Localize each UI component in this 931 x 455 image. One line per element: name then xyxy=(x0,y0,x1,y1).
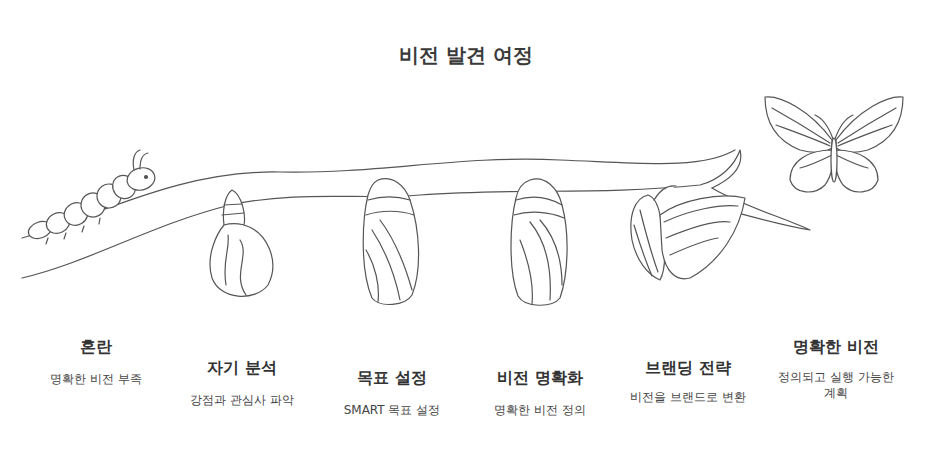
stage-heading: 비전 명확화 xyxy=(497,368,583,389)
stage-description: 비전을 브랜드로 변환 xyxy=(628,390,748,406)
caterpillar xyxy=(26,150,157,244)
stage-heading: 혼란 xyxy=(80,337,112,358)
stage-heading: 목표 설정 xyxy=(357,368,427,389)
stage-description: 강점과 관심사 파악 xyxy=(172,393,312,409)
chrysalis xyxy=(363,179,418,305)
stage-description: 명확한 비전 부족 xyxy=(31,372,161,388)
chrysalis xyxy=(511,179,567,305)
stage-heading: 브랜딩 전략 xyxy=(645,358,731,379)
chrysalis xyxy=(210,190,273,296)
stage-description: SMART 목표 설정 xyxy=(322,403,462,419)
butterfly xyxy=(765,97,903,192)
emerging-butterfly xyxy=(631,186,745,280)
stage-heading: 명확한 비전 xyxy=(793,337,879,358)
stage-description: 명확한 비전 정의 xyxy=(470,403,610,419)
diagram-title: 비전 발견 여정 xyxy=(399,42,533,69)
stage-description: 정의되고 실행 가능한 계획 xyxy=(771,370,901,401)
stage-heading: 자기 분석 xyxy=(207,358,277,379)
